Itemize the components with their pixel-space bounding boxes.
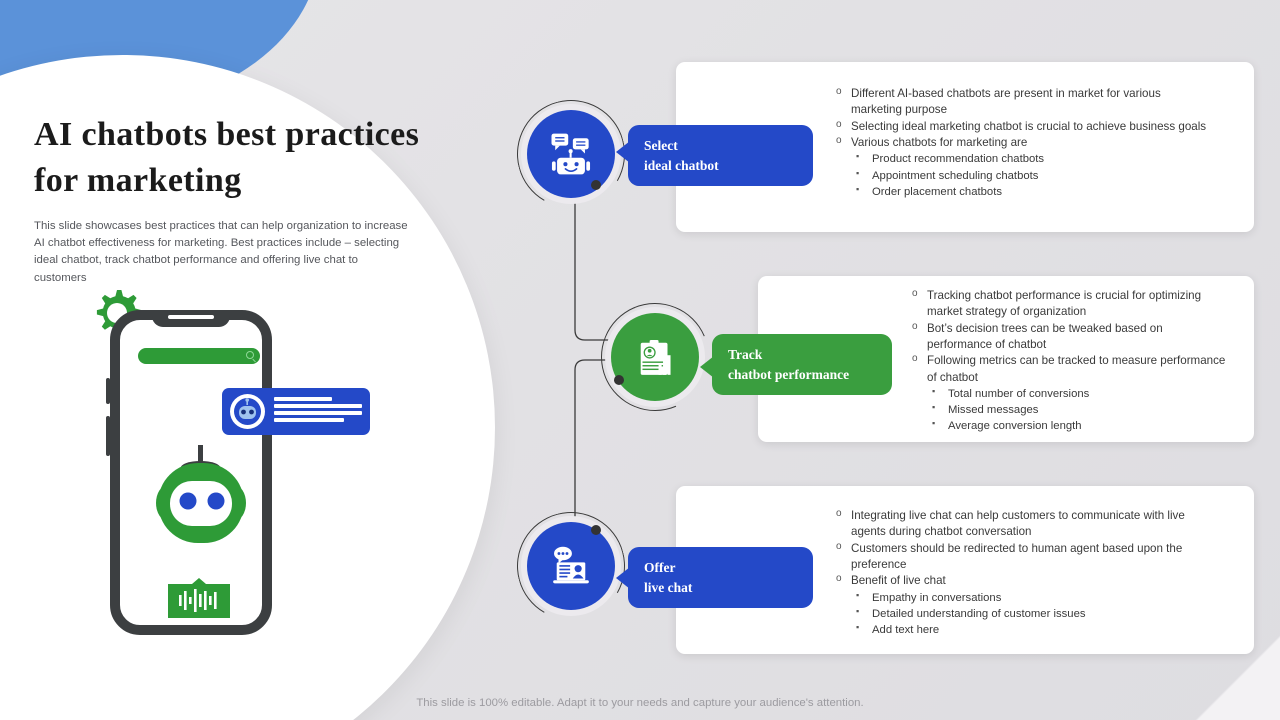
node-icon-offer-live-chat[interactable]: [527, 522, 615, 610]
phone-search-bar: [138, 348, 260, 364]
clipboard-chart-icon: [640, 340, 671, 375]
chatbot-robot-icon: [551, 133, 591, 175]
chat-line: [274, 411, 362, 415]
node-icon-track-chatbot-performance[interactable]: [611, 313, 699, 401]
phone-notch: [152, 310, 230, 327]
title-block: AI chatbots best practices for marketing…: [34, 112, 434, 287]
page-title: AI chatbots best practices for marketing: [34, 116, 420, 199]
smartphone-frame: [106, 310, 272, 635]
callout-tail: [616, 141, 630, 163]
bullet-item: Tracking chatbot performance is crucial …: [910, 287, 1226, 321]
chat-line: [274, 397, 332, 401]
callout-track-chatbot-performance[interactable]: Track chatbot performance: [700, 334, 892, 396]
chat-text-lines: [274, 397, 362, 425]
bullet-subitem: Add text here: [834, 621, 1218, 638]
chat-popup-card: [222, 388, 370, 435]
node-dot-2: [614, 375, 624, 385]
callout-tail: [616, 567, 630, 589]
bullet-list: Tracking chatbot performance is crucial …: [910, 287, 1226, 434]
bullet-subitem: Average conversion length: [910, 417, 1226, 434]
bullet-list: Different AI-based chatbots are present …: [834, 85, 1214, 200]
bullet-subitem: Total number of conversions: [910, 385, 1226, 402]
bullet-item: Benefit of live chat: [834, 572, 1218, 589]
callout-line-2: ideal chatbot: [644, 157, 719, 173]
bullet-item: Following metrics can be tracked to meas…: [910, 352, 1226, 386]
callout-line-1: Track: [728, 347, 763, 362]
node-icon-select-ideal-chatbot[interactable]: [527, 110, 615, 198]
laptop-live-chat-icon: [553, 546, 589, 584]
phone-illustration: [80, 280, 390, 650]
bullet-subitem: Detailed understanding of customer issue…: [834, 605, 1218, 622]
bullet-subitem: Empathy in conversations: [834, 589, 1218, 606]
callout-tail: [700, 356, 714, 378]
page-subtitle: This slide showcases best practices that…: [34, 219, 408, 284]
bullet-subitem: Order placement chatbots: [834, 183, 1214, 200]
bullet-subitem: Product recommendation chatbots: [834, 150, 1214, 167]
bullet-item: Different AI-based chatbots are present …: [834, 85, 1214, 119]
node-dot-1: [591, 180, 601, 190]
bullet-item: Various chatbots for marketing are: [834, 134, 1214, 151]
robot-face-icon: [156, 445, 246, 543]
callout-line-1: Offer: [644, 560, 676, 575]
small-robot-icon: [239, 398, 256, 419]
bullet-item: Bot’s decision trees can be tweaked base…: [910, 320, 1226, 354]
phone-speaker: [168, 315, 214, 319]
search-icon: [246, 351, 254, 359]
chat-avatar-inner: [234, 398, 261, 425]
callout-select-ideal-chatbot[interactable]: Select ideal chatbot: [616, 125, 813, 187]
bullet-item: Integrating live chat can help customers…: [834, 507, 1218, 541]
callout-line-2: chatbot performance: [728, 366, 850, 382]
callout-line-2: live chat: [644, 579, 693, 595]
node-dot-3: [591, 525, 601, 535]
callout-line-1: Select: [644, 138, 678, 153]
chat-line: [274, 404, 362, 408]
bullet-subitem: Appointment scheduling chatbots: [834, 167, 1214, 184]
bullet-item: Customers should be redirected to human …: [834, 540, 1218, 574]
bullet-item: Selecting ideal marketing chatbot is cru…: [834, 118, 1214, 135]
chat-line: [274, 418, 344, 422]
footer-note: This slide is 100% editable. Adapt it to…: [416, 697, 864, 709]
bullet-list: Integrating live chat can help customers…: [834, 507, 1218, 638]
chat-avatar: [230, 394, 265, 429]
callout-offer-live-chat[interactable]: Offer live chat: [616, 547, 813, 609]
audio-waveform-icon: [168, 578, 230, 618]
bullet-subitem: Missed messages: [910, 401, 1226, 418]
